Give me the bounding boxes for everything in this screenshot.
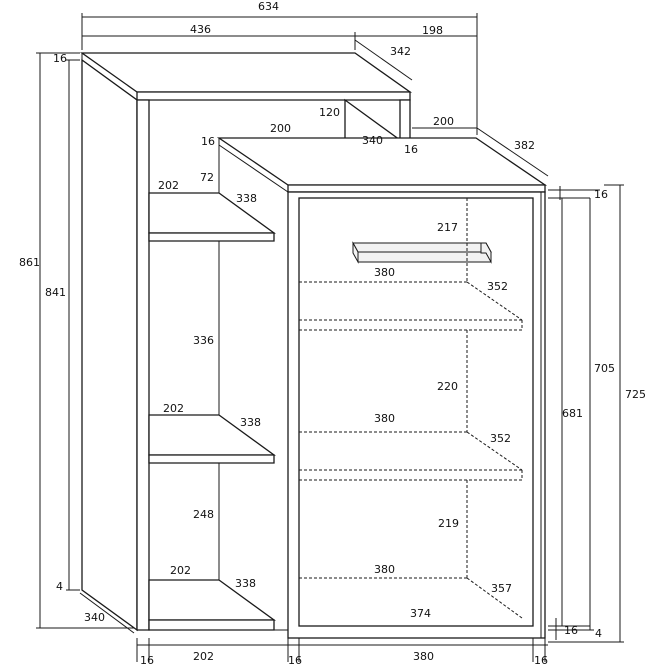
dim-shelf-gap-248: 248 bbox=[193, 508, 214, 521]
dim-side-height: 861 bbox=[19, 256, 40, 269]
dim-right-16-bottom: 16 bbox=[564, 624, 578, 637]
hidden-shelf-1 bbox=[299, 198, 523, 331]
dim-lower-16: 16 bbox=[201, 135, 215, 148]
dim-right-offset: 198 bbox=[422, 24, 443, 37]
dim-shelf-gap-336: 336 bbox=[193, 334, 214, 347]
dim-step-16: 16 bbox=[404, 143, 418, 156]
door-handle[interactable] bbox=[352, 242, 492, 253]
dim-bottom-16-mid: 16 bbox=[288, 654, 302, 665]
lower-top-board-front bbox=[287, 184, 546, 193]
dim-shelf2-338: 338 bbox=[240, 416, 261, 429]
dim-cab-219: 219 bbox=[438, 517, 459, 530]
open-shelf-2-front bbox=[148, 454, 275, 464]
dim-height-705: 705 bbox=[594, 362, 615, 375]
dim-top-depth: 342 bbox=[390, 45, 411, 58]
dim-cab-352a: 352 bbox=[487, 280, 508, 293]
dim-bottom-202: 202 bbox=[193, 650, 214, 663]
dim-cab-352b: 352 bbox=[490, 432, 511, 445]
dim-right-4-bottom: 4 bbox=[595, 627, 602, 640]
cabinet-door[interactable] bbox=[298, 197, 534, 627]
dim-shelf3-338: 338 bbox=[235, 577, 256, 590]
dim-bottom-4: 4 bbox=[56, 580, 63, 593]
dim-step-120: 120 bbox=[319, 106, 340, 119]
dim-height-725: 725 bbox=[625, 388, 646, 401]
dim-shelf1-338: 338 bbox=[236, 192, 257, 205]
dim-cab-357: 357 bbox=[491, 582, 512, 595]
left-side-panel-front bbox=[136, 99, 150, 631]
open-shelf-3-front bbox=[148, 619, 275, 631]
dim-bottom-16-right: 16 bbox=[534, 654, 548, 665]
dim-right-200: 200 bbox=[433, 115, 454, 128]
dim-panel-16-top: 16 bbox=[53, 52, 67, 65]
door-handle-bottom bbox=[357, 251, 492, 263]
dim-shelf1-72: 72 bbox=[200, 171, 214, 184]
upper-top-board-front bbox=[136, 91, 411, 101]
dim-cab-220: 220 bbox=[437, 380, 458, 393]
dim-cab-217: 217 bbox=[437, 221, 458, 234]
dim-shelf2-202: 202 bbox=[163, 402, 184, 415]
dim-height-681: 681 bbox=[562, 407, 583, 420]
hidden-shelf-3 bbox=[299, 480, 523, 619]
dim-inner-height: 841 bbox=[45, 286, 66, 299]
dimension-lines bbox=[36, 13, 624, 662]
dim-right-16-top: 16 bbox=[594, 188, 608, 201]
dim-cab-380a: 380 bbox=[374, 266, 395, 279]
upper-top-board bbox=[79, 52, 413, 93]
dim-right-382: 382 bbox=[514, 139, 535, 152]
dim-step-340: 340 bbox=[362, 134, 383, 147]
dim-cab-380c: 380 bbox=[374, 563, 395, 576]
dim-cab-380b: 380 bbox=[374, 412, 395, 425]
dim-total-width: 634 bbox=[258, 0, 279, 13]
door-handle-right-cap bbox=[480, 242, 492, 264]
dim-shelf1-202: 202 bbox=[158, 179, 179, 192]
lower-top-board-left-edge-2 bbox=[218, 144, 289, 193]
open-shelf-1-front bbox=[148, 232, 275, 242]
hidden-shelf-2 bbox=[299, 330, 523, 481]
left-side-panel bbox=[81, 58, 138, 632]
dim-lower-200: 200 bbox=[270, 122, 291, 135]
dim-bottom-380: 380 bbox=[413, 650, 434, 663]
dim-bottom-16-left: 16 bbox=[140, 654, 154, 665]
dim-top-width: 436 bbox=[190, 23, 211, 36]
dim-cab-374: 374 bbox=[410, 607, 431, 620]
dim-shelf3-202: 202 bbox=[170, 564, 191, 577]
dim-bottom-depth: 340 bbox=[84, 611, 105, 624]
